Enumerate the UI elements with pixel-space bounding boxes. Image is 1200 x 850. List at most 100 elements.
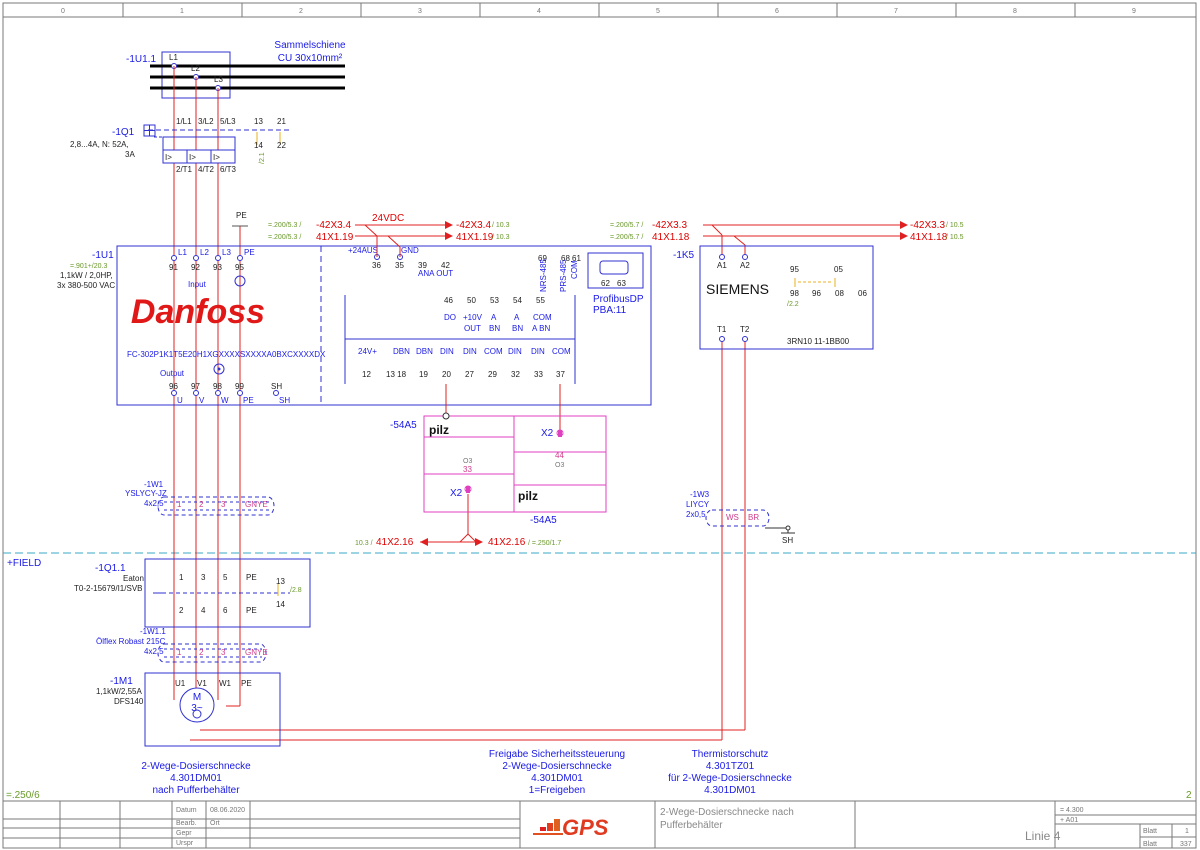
cable-tag[interactable]: -1W3 — [690, 490, 710, 499]
pilz-o3: O3 — [463, 458, 472, 465]
switch-term: 4 — [201, 606, 206, 615]
svg-text:für 2-Wege-Dosierschnecke: für 2-Wege-Dosierschnecke — [668, 773, 792, 784]
cable-core: 1 — [177, 648, 182, 657]
vfd-dig-label: +10V — [463, 313, 483, 322]
cable-tag[interactable]: -1W1 — [144, 480, 164, 489]
svg-text:4.301DM01: 4.301DM01 — [170, 773, 222, 784]
vfd-tag[interactable]: -1U1 — [92, 250, 114, 261]
vfd-1u1[interactable] — [116, 245, 652, 406]
xref-ref[interactable]: =.200/5.7 / — [610, 234, 643, 241]
vfd-dig-label: OUT — [464, 324, 481, 333]
vfd-dig-term: 46 — [444, 296, 453, 305]
switch-1q1-1[interactable] — [144, 558, 311, 628]
relay-ref[interactable]: /2.2 — [787, 301, 799, 308]
cable-1w3[interactable] — [705, 509, 795, 534]
vfd-rs485-term: 68 — [561, 254, 570, 263]
xref-tag[interactable]: 41X2.16 — [488, 537, 526, 548]
title-block — [3, 801, 1196, 848]
breaker-terminal: 22 — [277, 141, 286, 150]
vfd-din-term: 29 — [488, 370, 497, 379]
switch-brand: Eaton — [123, 574, 144, 583]
column-number: 2 — [299, 8, 303, 15]
cable-1w1-1[interactable] — [157, 643, 267, 663]
xref-tag[interactable]: -42X3.3 — [652, 220, 687, 231]
control-wires — [190, 224, 900, 741]
tb-desc-2: Pufferbehälter — [660, 820, 723, 831]
relay-term: A1 — [717, 261, 727, 270]
vfd-out-label: W — [221, 396, 229, 405]
switch-tag[interactable]: -1Q1.1 — [95, 563, 126, 574]
relay-tag[interactable]: -1K5 — [673, 250, 695, 261]
xref-ref[interactable]: =.200/5.3 / — [268, 234, 301, 241]
pilz-tag[interactable]: -54A5 — [390, 420, 417, 431]
breaker-ref[interactable]: /2.1 — [259, 152, 266, 164]
xref-tag[interactable]: -42X3.3 — [910, 220, 945, 231]
page-ref-left[interactable]: =.250/6 — [6, 790, 40, 801]
motor-term: V1 — [197, 679, 207, 688]
vfd-in-label: L3 — [222, 248, 231, 257]
gps-logo: GPS — [533, 815, 609, 840]
xref-tag[interactable]: 41X1.19 — [456, 232, 494, 243]
vfd-din-term: 37 — [556, 370, 565, 379]
vfd-ctrl-term: 35 — [395, 261, 404, 270]
arrow-heads — [420, 221, 908, 546]
cable-core: BR — [748, 513, 759, 522]
breaker-terminal: 3/L2 — [198, 117, 214, 126]
motor-tag[interactable]: -1M1 — [110, 676, 133, 687]
cable-tag[interactable]: -1W1.1 — [140, 627, 166, 636]
busbar-tag[interactable]: -1U1.1 — [126, 54, 156, 65]
siemens-brand: SIEMENS — [706, 281, 769, 297]
cable-1w1[interactable] — [157, 496, 275, 516]
xref-ref[interactable]: / 10.3 — [492, 222, 510, 229]
column-number: 3 — [418, 8, 422, 15]
pilz-tag-bottom[interactable]: -54A5 — [530, 515, 557, 526]
switch-aux: 14 — [276, 600, 285, 609]
cable-size: 4x2,5 — [144, 647, 164, 656]
xref-tag[interactable]: 41X1.18 — [652, 232, 690, 243]
tb-row-label: Urspr — [176, 840, 194, 847]
motor-1m1[interactable] — [144, 672, 281, 747]
switch-ref[interactable]: /2.8 — [290, 587, 302, 594]
cable-core: 2 — [199, 648, 204, 657]
trip-symbol: I> — [213, 153, 220, 162]
vfd-din-label: DIN — [531, 347, 545, 356]
relay-model: 3RN10 11-1BB00 — [787, 337, 850, 346]
xref-tag[interactable]: -42X3.4 — [316, 220, 351, 231]
vfd-ctrl-term: 36 — [372, 261, 381, 270]
vfd-ref[interactable]: =.901+/20.3 — [70, 263, 107, 270]
profibus-pin: 63 — [617, 279, 626, 288]
tb-sheets-total: 337 — [1180, 841, 1192, 848]
xref-tag[interactable]: -42X3.4 — [456, 220, 491, 231]
tb-row-label: Gepr — [176, 830, 192, 837]
vfd-din-term: 33 — [534, 370, 543, 379]
xref-tag[interactable]: 41X1.19 — [316, 232, 354, 243]
relay-term: T2 — [740, 325, 750, 334]
switch-aux: 13 — [276, 577, 285, 586]
xref-ref[interactable]: =.200/5.7 / — [610, 222, 643, 229]
switch-term: PE — [246, 573, 257, 582]
motor-term: U1 — [175, 679, 186, 688]
xref-tag[interactable]: 41X1.18 — [910, 232, 948, 243]
xref-ref[interactable]: / =.250/1.7 — [528, 540, 561, 547]
pilz-safety-relay[interactable] — [423, 412, 607, 513]
switch-term: 6 — [223, 606, 228, 615]
vfd-din-label: DBN — [393, 347, 410, 356]
xref-ref[interactable]: / 10.5 — [946, 222, 964, 229]
vfd-in-term: 95 — [235, 263, 244, 272]
xref-ref[interactable]: =.200/5.3 / — [268, 222, 301, 229]
vfd-out-label: U — [177, 396, 183, 405]
breaker-1q1[interactable]: I> I> I> — [143, 124, 290, 164]
breaker-terminal: 6/T3 — [220, 165, 237, 174]
thermistor-relay-1k5[interactable] — [699, 245, 874, 350]
xref-ref[interactable]: / 10.5 — [946, 234, 964, 241]
xref-ref[interactable]: / 10.3 — [492, 234, 510, 241]
breaker-terminal: 2/T1 — [176, 165, 193, 174]
relay-contact: 06 — [858, 289, 867, 298]
profibus-label: ProfibusDP — [593, 294, 644, 305]
vfd-in-term: 93 — [213, 263, 222, 272]
busbar-phase-label: L2 — [191, 64, 200, 73]
tb-sheet-no: 1 — [1185, 828, 1189, 835]
xref-ref[interactable]: 10.3 / — [355, 540, 373, 547]
breaker-tag[interactable]: -1Q1 — [112, 127, 135, 138]
xref-tag[interactable]: 41X2.16 — [376, 537, 414, 548]
